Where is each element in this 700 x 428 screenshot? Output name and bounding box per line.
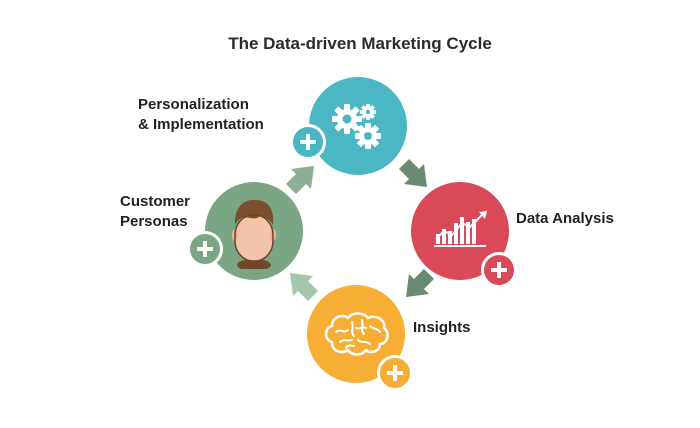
customer-personas-plus-icon[interactable] bbox=[187, 231, 223, 267]
data-analysis-label: Data Analysis bbox=[516, 210, 614, 227]
arrow-to-data-analysis bbox=[399, 159, 427, 187]
arrow-to-personalization bbox=[286, 166, 314, 194]
insights-plus-icon[interactable] bbox=[377, 355, 413, 391]
personalization-label-line1: Personalization bbox=[138, 96, 249, 113]
personalization-plus-icon[interactable] bbox=[290, 124, 326, 160]
insights-label: Insights bbox=[413, 319, 471, 336]
customer-personas-label: Customer Personas bbox=[120, 192, 190, 232]
arrow-to-customer-personas bbox=[290, 273, 318, 301]
gears-icon bbox=[332, 104, 381, 149]
customer-personas-label-line2: Personas bbox=[120, 213, 188, 230]
data-analysis-plus-icon[interactable] bbox=[481, 252, 517, 288]
personalization-label: Personalization & Implementation bbox=[138, 95, 264, 135]
personalization-label-line2: & Implementation bbox=[138, 116, 264, 133]
bar-chart-icon bbox=[434, 211, 487, 247]
person-face-icon bbox=[232, 199, 276, 269]
customer-personas-label-line1: Customer bbox=[120, 193, 191, 210]
brain-icon bbox=[324, 312, 389, 356]
arrow-to-insights bbox=[406, 269, 434, 297]
diagram-title: The Data-driven Marketing Cycle bbox=[228, 34, 492, 53]
